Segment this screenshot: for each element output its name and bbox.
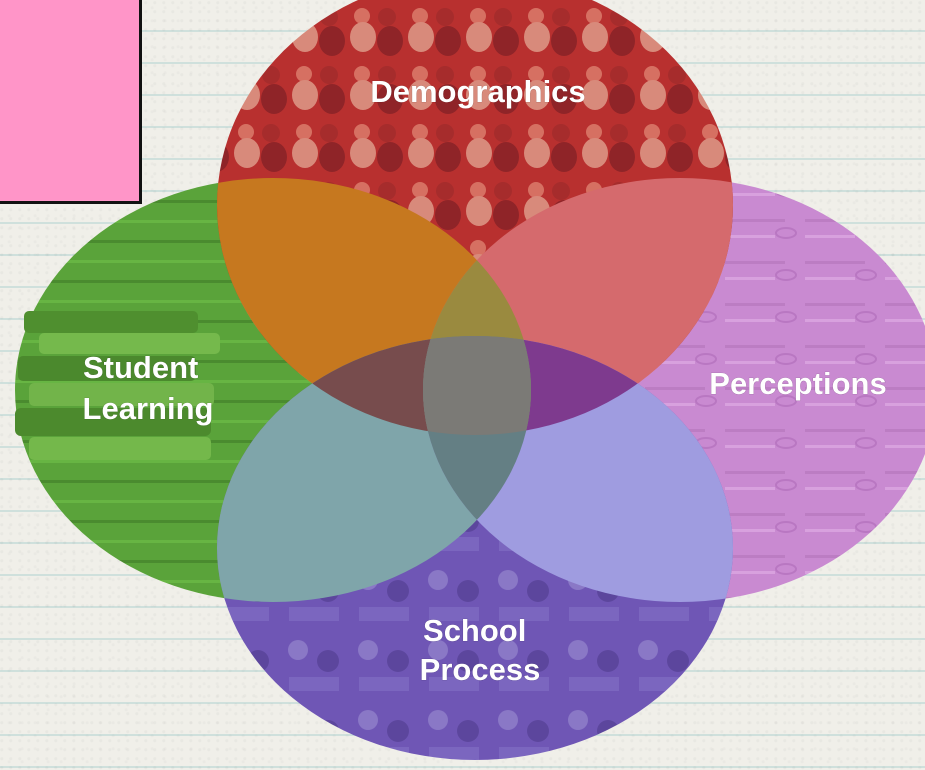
student-learning-label: Student Learning [83,350,214,426]
school-process-label: School Process [420,613,541,687]
demographics-label: Demographics [370,74,585,109]
book-stack-illustration [15,311,220,460]
pink-sticky-note [0,0,142,204]
perceptions-label: Perceptions [709,366,886,401]
